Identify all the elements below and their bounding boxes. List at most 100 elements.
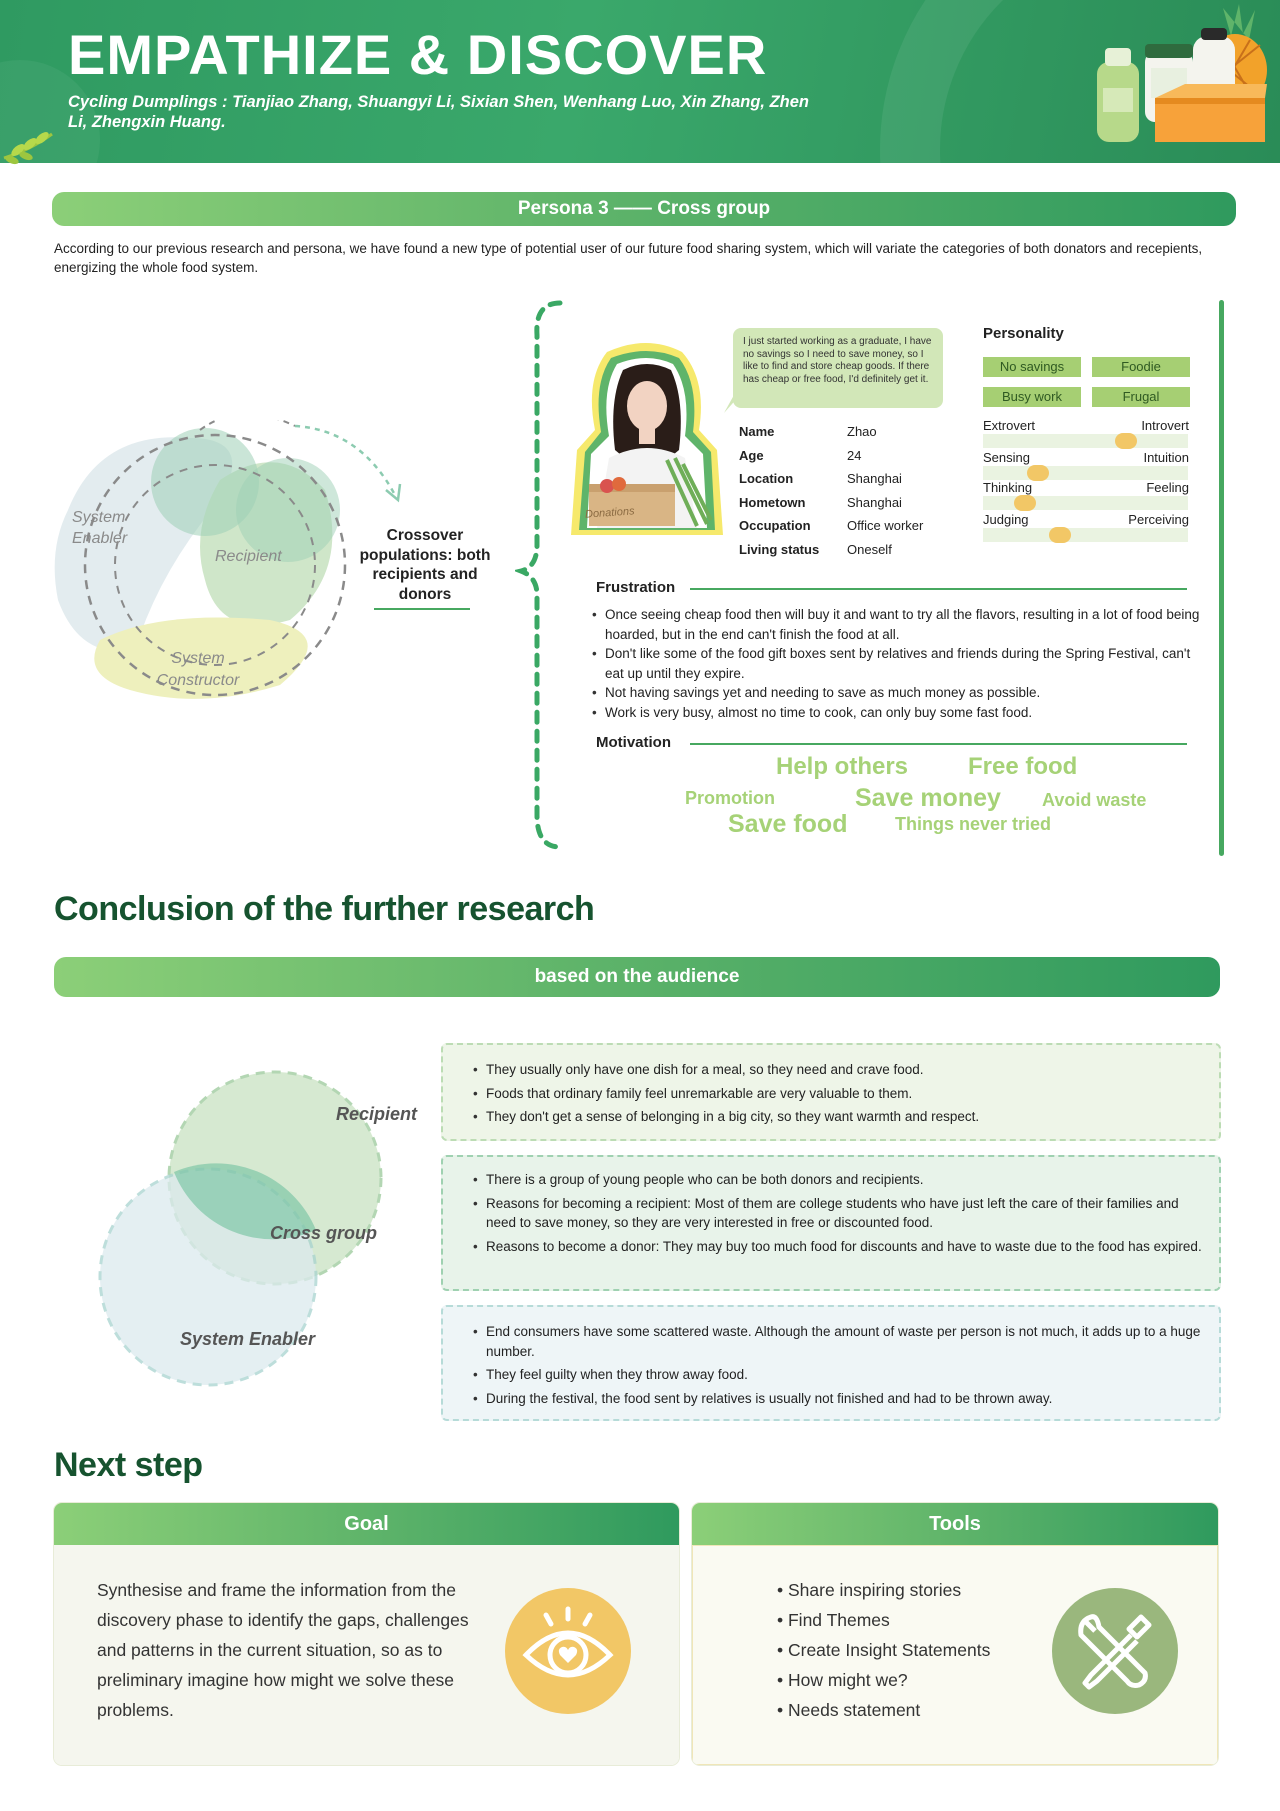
wrench-screwdriver-icon xyxy=(1052,1588,1178,1714)
info-value: Zhao xyxy=(847,424,877,439)
trait-left: Sensing xyxy=(983,450,1030,465)
eye-heart-icon xyxy=(505,1588,631,1714)
info-value: 24 xyxy=(847,447,862,463)
motivation-word: Help others xyxy=(776,753,909,780)
list-item: Reasons to become a donor: They may buy … xyxy=(473,1237,1206,1257)
motivation-title: Motivation xyxy=(596,734,671,751)
info-row: Name Zhao xyxy=(739,424,979,448)
list-item: • Needs statement xyxy=(777,1700,921,1720)
trait-slider xyxy=(983,527,1188,543)
trait-right: Perceiving xyxy=(1128,512,1189,527)
motivation-word: Promotion xyxy=(685,788,775,808)
crossover-underline xyxy=(374,608,470,610)
info-label: Hometown xyxy=(739,494,806,510)
page-title: EMPATHIZE & DISCOVER xyxy=(68,23,768,86)
list-item: There is a group of young people who can… xyxy=(473,1170,1206,1190)
groceries-icon xyxy=(1097,4,1267,142)
list-item: They don't get a sense of belonging in a… xyxy=(473,1107,1206,1127)
cross-group-box: There is a group of young people who can… xyxy=(441,1155,1221,1291)
trait-slider xyxy=(983,433,1188,449)
list-item: During the festival, the food sent by re… xyxy=(473,1389,1206,1409)
personality-tag: No savings xyxy=(983,357,1081,377)
trait-right: Feeling xyxy=(1146,480,1189,495)
list-item: • Share inspiring stories xyxy=(777,1580,962,1600)
persona-bar: Persona 3 —— Cross group xyxy=(52,192,1236,226)
motivation-word: Things never tried xyxy=(895,814,1052,834)
goal-header: Goal xyxy=(54,1503,679,1545)
motivation-divider xyxy=(690,743,1187,745)
goal-text: Synthesise and frame the information fro… xyxy=(97,1580,469,1720)
audience-bar: based on the audience xyxy=(54,957,1220,997)
list-item: • Create Insight Statements xyxy=(777,1640,991,1660)
tools-list: • Share inspiring stories • Find Themes … xyxy=(777,1575,1057,1725)
brace-divider xyxy=(515,300,563,850)
personality-title: Personality xyxy=(983,325,1064,342)
trait-slider xyxy=(983,495,1188,511)
trait-slider xyxy=(983,465,1188,481)
motivation-word: Free food xyxy=(968,753,1078,780)
quote-bubble xyxy=(733,328,943,408)
info-label: Living status xyxy=(739,541,820,557)
trait-knob xyxy=(1115,433,1137,449)
system-enabler-box: End consumers have some scattered waste.… xyxy=(441,1305,1221,1421)
motivation-word: Save food xyxy=(728,810,848,838)
info-row: Location Shanghai xyxy=(739,471,979,495)
trait-knob xyxy=(1014,495,1036,511)
team-members: Cycling Dumplings : Tianjiao Zhang, Shua… xyxy=(68,93,810,131)
label-system-enabler: System Enabler xyxy=(72,509,128,547)
tools-card: Tools • Share inspiring stories • Find T… xyxy=(692,1503,1218,1765)
crossover-label: Crossover populations: both recipients a… xyxy=(359,527,491,603)
label-recipient: Recipient xyxy=(215,548,282,565)
motivation-word: Save money xyxy=(855,784,1001,812)
frustration-list: Once seeing cheap food then will buy it … xyxy=(591,605,1205,722)
personality-tag: Foodie xyxy=(1092,357,1190,377)
info-value: Shanghai xyxy=(847,471,902,486)
label-system-constructor: System Constructor xyxy=(156,650,240,689)
list-item: End consumers have some scattered waste.… xyxy=(473,1322,1206,1361)
info-row: Living status Oneself xyxy=(739,542,979,566)
trait-right: Intuition xyxy=(1143,450,1189,465)
venn-label-system-enabler: System Enabler xyxy=(180,1329,316,1349)
trait-left: Extrovert xyxy=(983,418,1036,433)
frustration-title: Frustration xyxy=(596,579,676,596)
personality-tag: Frugal xyxy=(1092,387,1190,407)
trait-right: Introvert xyxy=(1141,418,1189,433)
venn-label-recipient: Recipient xyxy=(336,1104,418,1124)
page-header xyxy=(0,0,1280,163)
goal-card: Goal Synthesise and frame the informatio… xyxy=(54,1503,679,1765)
trait-knob xyxy=(1027,465,1049,481)
info-value: Oneself xyxy=(847,541,892,557)
trait-left: Thinking xyxy=(983,480,1033,495)
info-label: Occupation xyxy=(739,518,811,533)
list-item: Reasons for becoming a recipient: Most o… xyxy=(473,1194,1206,1233)
list-item: Don't like some of the food gift boxes s… xyxy=(592,644,1205,683)
tools-header: Tools xyxy=(692,1503,1218,1545)
trait-knob xyxy=(1049,527,1071,543)
list-item: Work is very busy, almost no time to coo… xyxy=(592,703,1205,723)
trait-left: Judging xyxy=(983,512,1029,527)
list-item: They usually only have one dish for a me… xyxy=(473,1060,1206,1080)
info-value: Shanghai xyxy=(847,494,902,510)
personality-tag: Busy work xyxy=(983,387,1081,407)
goal-body: Synthesise and frame the information fro… xyxy=(54,1545,679,1765)
info-label: Location xyxy=(739,471,794,486)
recipient-box: They usually only have one dish for a me… xyxy=(441,1043,1221,1141)
motivation-word: Avoid waste xyxy=(1042,790,1147,810)
persona-intro: According to our previous research and p… xyxy=(54,241,1203,275)
list-item: Once seeing cheap food then will buy it … xyxy=(592,605,1205,644)
next-step-title: Next step xyxy=(54,1446,203,1484)
conclusion-title: Conclusion of the further research xyxy=(54,890,595,928)
venn-diagram xyxy=(98,1070,383,1387)
persona-photo xyxy=(571,343,723,535)
stakeholder-diagram xyxy=(54,420,402,699)
list-item: Foods that ordinary family feel unremark… xyxy=(473,1084,1206,1104)
frustration-divider xyxy=(690,588,1187,590)
info-label: Name xyxy=(739,424,775,439)
persona-side-bar xyxy=(1219,300,1224,856)
leaf-icon xyxy=(3,132,53,165)
list-item: • Find Themes xyxy=(777,1610,890,1630)
persona-quote: I just started working as a graduate, I … xyxy=(743,336,932,385)
